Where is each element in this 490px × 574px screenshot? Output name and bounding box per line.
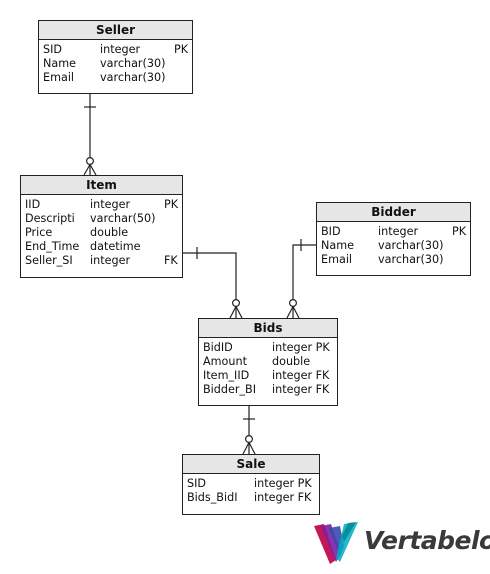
- column-row: IID integer PK: [25, 198, 179, 212]
- column-name: Bidder_BI: [203, 383, 257, 396]
- column-type: integer FK: [272, 383, 330, 396]
- column-row: Descripti varchar(50): [25, 212, 176, 226]
- column-name: Bids_BidI: [187, 491, 238, 504]
- column-type: integer PK: [272, 341, 330, 354]
- column-name: BID: [321, 225, 341, 238]
- column-name: IID: [25, 198, 41, 211]
- table-item-title: Item: [21, 176, 182, 195]
- vertabelo-logo: Vertabelo: [314, 522, 490, 566]
- column-name: Email: [43, 71, 75, 84]
- column-row: Amount double: [203, 355, 331, 369]
- relationship-item-bids: [182, 247, 243, 319]
- column-name: SID: [43, 43, 63, 56]
- table-bids-columns: BidID integer PK Amount double Item_IID …: [199, 338, 337, 397]
- column-type: integer PK: [254, 477, 312, 490]
- relationship-bids-sale: [242, 405, 256, 455]
- column-row: End_Time datetime: [25, 240, 176, 254]
- column-key: PK: [164, 198, 179, 211]
- column-row: Email varchar(30): [321, 253, 464, 267]
- column-row: BID integer PK: [321, 225, 467, 239]
- column-row: Seller_SI integer FK: [25, 254, 178, 268]
- column-name: Descripti: [25, 212, 75, 225]
- table-bids[interactable]: Bids BidID integer PK Amount double Item…: [198, 318, 338, 406]
- column-type: integer: [90, 198, 131, 211]
- column-key: FK: [164, 254, 178, 267]
- column-type: varchar(30): [378, 239, 444, 252]
- column-row: SID integer PK: [187, 477, 313, 491]
- table-sale-title: Sale: [183, 455, 319, 474]
- column-type: integer: [100, 43, 141, 56]
- column-type: varchar(30): [100, 57, 166, 70]
- column-name: Price: [25, 226, 53, 239]
- column-type: double: [272, 355, 311, 368]
- column-type: integer: [378, 225, 419, 238]
- column-name: BidID: [203, 341, 233, 354]
- column-row: Name varchar(30): [321, 239, 464, 253]
- relationship-seller-item: [83, 93, 97, 176]
- relationship-bidder-bids: [286, 239, 316, 319]
- column-name: Item_IID: [203, 369, 250, 382]
- table-item[interactable]: Item IID integer PK Descripti varchar(50…: [20, 175, 183, 278]
- table-item-columns: IID integer PK Descripti varchar(50) Pri…: [21, 195, 182, 268]
- table-sale[interactable]: Sale SID integer PK Bids_BidI integer FK: [182, 454, 320, 515]
- column-row: Bidder_BI integer FK: [203, 383, 331, 397]
- column-row: BidID integer PK: [203, 341, 331, 355]
- column-type: varchar(50): [90, 212, 156, 225]
- table-sale-columns: SID integer PK Bids_BidI integer FK: [183, 474, 319, 505]
- table-bidder-title: Bidder: [317, 203, 470, 222]
- vertabelo-logo-text: Vertabelo: [364, 526, 490, 555]
- column-name: End_Time: [25, 240, 80, 253]
- table-seller[interactable]: Seller SID integer PK Name varchar(30) E…: [38, 20, 193, 94]
- column-type: double: [90, 226, 129, 239]
- vertabelo-logo-icon: [314, 522, 358, 564]
- column-key: PK: [174, 43, 189, 56]
- column-name: Seller_SI: [25, 254, 73, 267]
- column-type: varchar(30): [378, 253, 444, 266]
- table-seller-title: Seller: [39, 21, 192, 40]
- column-type: datetime: [90, 240, 141, 253]
- column-type: integer: [90, 254, 131, 267]
- column-row: Price double: [25, 226, 176, 240]
- column-type: integer FK: [254, 491, 312, 504]
- column-row: Bids_BidI integer FK: [187, 491, 313, 505]
- column-name: Amount: [203, 355, 247, 368]
- column-name: SID: [187, 477, 207, 490]
- table-bidder[interactable]: Bidder BID integer PK Name varchar(30) E…: [316, 202, 471, 276]
- table-bids-title: Bids: [199, 319, 337, 338]
- column-row: Email varchar(30): [43, 71, 186, 85]
- column-name: Name: [321, 239, 355, 252]
- column-row: SID integer PK: [43, 43, 189, 57]
- column-name: Email: [321, 253, 353, 266]
- column-type: varchar(30): [100, 71, 166, 84]
- column-row: Item_IID integer FK: [203, 369, 331, 383]
- column-row: Name varchar(30): [43, 57, 186, 71]
- column-name: Name: [43, 57, 77, 70]
- column-type: integer FK: [272, 369, 330, 382]
- column-key: PK: [452, 225, 467, 238]
- table-seller-columns: SID integer PK Name varchar(30) Email va…: [39, 40, 192, 85]
- table-bidder-columns: BID integer PK Name varchar(30) Email va…: [317, 222, 470, 267]
